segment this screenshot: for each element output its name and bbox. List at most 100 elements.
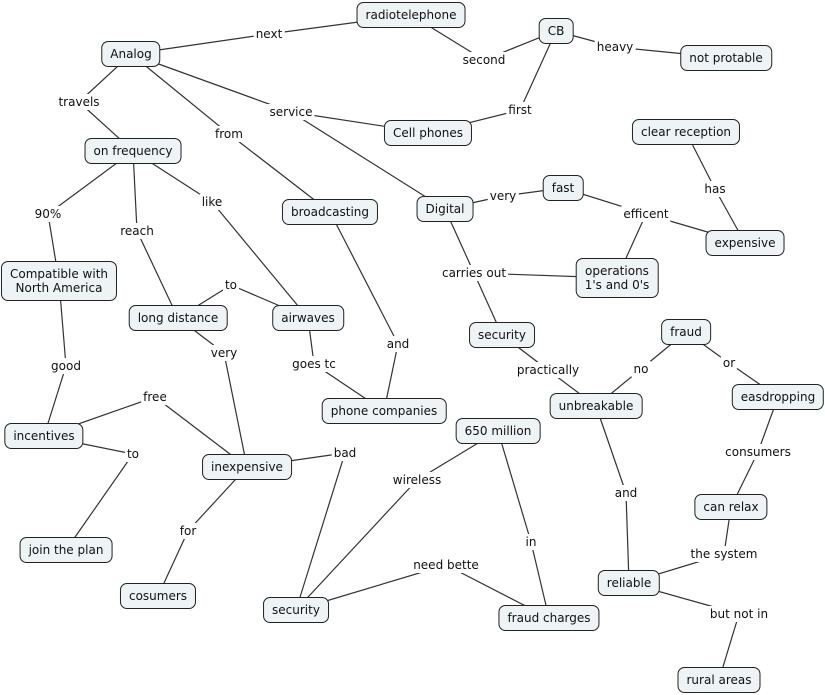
concept-node-airwaves[interactable]: airwaves: [272, 305, 344, 331]
link-label: and: [612, 485, 640, 501]
concept-node-clearreception[interactable]: clear reception: [631, 119, 741, 145]
concept-text: broadcasting: [290, 205, 370, 219]
concept-node-easdropping[interactable]: easdropping: [731, 384, 825, 410]
link-label: bad: [331, 445, 359, 461]
connector-line: [290, 111, 446, 210]
concept-text: Digital: [425, 202, 465, 216]
link-label: efficent: [621, 206, 671, 222]
concept-node-analog[interactable]: Analog: [101, 41, 161, 67]
concept-node-inexpensive[interactable]: inexpensive: [202, 454, 292, 480]
concept-text: 1's and 0's: [584, 278, 650, 292]
link-label: very: [487, 188, 519, 204]
concept-node-digital[interactable]: Digital: [416, 196, 474, 222]
connector-line: [132, 150, 138, 232]
link-label: like: [199, 194, 225, 210]
concept-text: clear reception: [640, 125, 732, 139]
link-label: has: [702, 181, 728, 197]
concept-text: Compatible with: [9, 267, 109, 281]
concept-text: CB: [547, 24, 565, 38]
concept-node-expensive[interactable]: expensive: [705, 230, 785, 256]
concept-text: rural areas: [686, 673, 752, 687]
link-label: second: [460, 52, 508, 68]
concept-node-jointheplan[interactable]: join the plan: [19, 537, 113, 563]
concept-text: fast: [551, 181, 575, 195]
concept-text: expensive: [714, 236, 776, 250]
connector-line: [595, 405, 627, 494]
concept-node-phonecompanies[interactable]: phone companies: [321, 398, 447, 424]
link-label: good: [49, 358, 83, 374]
concept-node-longdistance[interactable]: long distance: [128, 305, 228, 331]
connector-line: [223, 352, 248, 468]
link-label: to: [222, 277, 240, 293]
concept-node-canrelax[interactable]: can relax: [694, 494, 768, 520]
connector-line: [519, 30, 557, 111]
concept-node-security1[interactable]: security: [469, 322, 535, 348]
concept-text: reliable: [606, 576, 652, 590]
concept-node-ruralareas[interactable]: rural areas: [677, 667, 761, 693]
concept-node-reliable[interactable]: reliable: [597, 570, 661, 596]
link-label: heavy: [594, 39, 636, 55]
link-label: reach: [118, 223, 156, 239]
concept-node-radiotelephone[interactable]: radiotelephone: [356, 2, 466, 28]
link-label: or: [720, 355, 738, 371]
concept-text: fraud charges: [507, 611, 591, 625]
connector-line: [497, 430, 532, 543]
concept-node-cb[interactable]: CB: [538, 18, 574, 44]
concept-text: on frequency: [93, 144, 173, 158]
link-label: next: [253, 26, 285, 42]
link-label: service: [267, 104, 315, 120]
connector-line: [65, 453, 134, 551]
link-label: for: [177, 523, 199, 539]
concept-node-onfrequency[interactable]: on frequency: [84, 138, 182, 164]
connector-line: [625, 492, 630, 584]
concept-node-fraud[interactable]: fraud: [661, 319, 711, 345]
concept-text: cosumers: [128, 589, 188, 603]
concept-text: long distance: [137, 311, 219, 325]
link-label: first: [506, 102, 534, 118]
concept-text: easdropping: [740, 390, 816, 404]
concept-text: security: [478, 328, 526, 342]
link-label: but not in: [707, 606, 771, 622]
connector-line: [211, 201, 309, 319]
link-label: practically: [514, 362, 582, 378]
concept-node-cosumers[interactable]: cosumers: [119, 583, 197, 609]
link-label: 90%: [32, 206, 64, 222]
concept-text: 650 million: [464, 424, 532, 438]
link-label: and: [384, 336, 412, 352]
link-label: very: [208, 345, 240, 361]
link-label: in: [523, 534, 539, 550]
concept-node-security2[interactable]: security: [263, 597, 329, 623]
concept-text: Analog: [110, 47, 152, 61]
link-label: travels: [56, 94, 102, 110]
concept-text: Cell phones: [392, 126, 464, 140]
concept-text: incentives: [13, 429, 75, 443]
concept-node-cellphones[interactable]: Cell phones: [383, 120, 473, 146]
concept-text: airwaves: [281, 311, 335, 325]
connector-line: [136, 230, 179, 319]
concept-text: security: [272, 603, 320, 617]
connector-line: [130, 53, 230, 135]
link-label: from: [213, 126, 245, 142]
connector-line: [329, 211, 399, 345]
concept-text: North America: [15, 281, 103, 295]
connector-line: [295, 479, 418, 611]
link-label: to: [124, 446, 142, 462]
concept-node-fraudcharges[interactable]: fraud charges: [498, 605, 600, 631]
concept-text: operations: [585, 264, 649, 278]
link-label: free: [141, 389, 169, 405]
concept-node-notprotable[interactable]: not protable: [680, 45, 772, 71]
concept-text: unbreakable: [558, 399, 634, 413]
concept-node-incentives[interactable]: incentives: [4, 423, 84, 449]
concept-node-unbreakable[interactable]: unbreakable: [549, 393, 643, 419]
link-label: consumers: [723, 444, 793, 460]
concept-node-broadcasting[interactable]: broadcasting: [281, 199, 379, 225]
link-label: need bette: [411, 557, 481, 573]
concept-text: fraud: [670, 325, 702, 339]
concept-node-million[interactable]: 650 million: [455, 418, 541, 444]
link-label: carries out: [439, 265, 509, 281]
concept-text: phone companies: [330, 404, 438, 418]
concept-node-fast[interactable]: fast: [542, 175, 584, 201]
